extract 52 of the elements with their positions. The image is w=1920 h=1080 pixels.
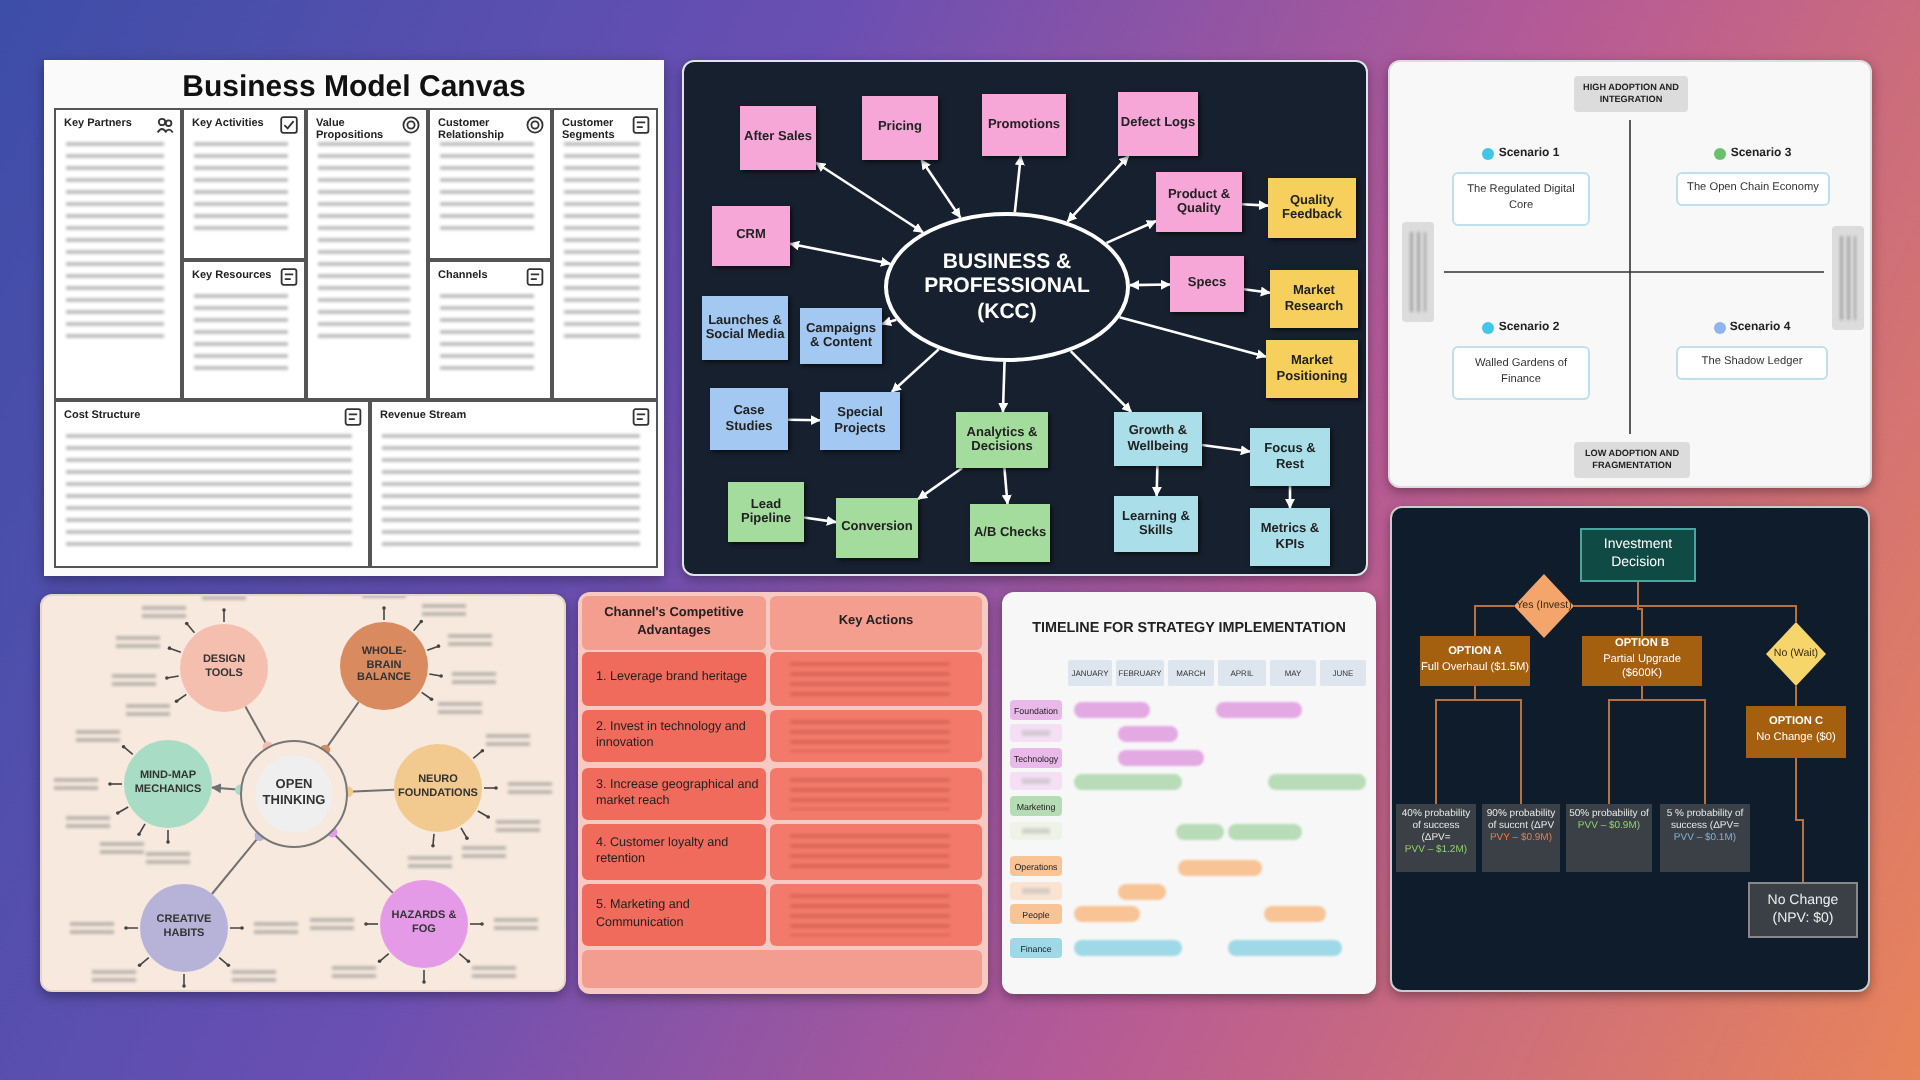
arrow bbox=[890, 348, 940, 393]
connector-line bbox=[1795, 757, 1804, 883]
central-ellipse: BUSINESS & PROFESSIONAL (KCC) bbox=[884, 212, 1130, 362]
option-box bbox=[1420, 636, 1530, 686]
arrow bbox=[1069, 350, 1133, 413]
option-box bbox=[1582, 636, 1702, 686]
arrow bbox=[1119, 316, 1267, 360]
arrow bbox=[1151, 465, 1162, 497]
canvas-cell bbox=[54, 108, 182, 400]
outcome-box bbox=[1660, 804, 1750, 872]
connector-line bbox=[1637, 581, 1797, 623]
connector-line bbox=[1795, 685, 1797, 707]
arrow bbox=[1001, 467, 1012, 505]
arrow bbox=[998, 361, 1009, 413]
arrow bbox=[803, 515, 837, 526]
arrow bbox=[881, 316, 897, 327]
canvas-cell bbox=[428, 108, 552, 260]
canvas-cell bbox=[306, 108, 428, 400]
arrow bbox=[1285, 486, 1295, 509]
arrow bbox=[1013, 155, 1025, 213]
canvas-cell bbox=[552, 108, 658, 400]
card-background bbox=[1388, 60, 1872, 488]
card-background bbox=[1390, 506, 1870, 992]
option-box bbox=[1746, 706, 1846, 758]
outcome-box bbox=[1566, 804, 1652, 872]
arrow bbox=[920, 159, 962, 219]
arrow bbox=[917, 466, 963, 501]
arrow bbox=[1241, 200, 1269, 211]
connector-line bbox=[210, 834, 261, 895]
arrow bbox=[789, 240, 891, 267]
connector-line bbox=[331, 831, 394, 894]
outcome-box bbox=[1482, 804, 1560, 872]
canvas-title: Business Model Canvas bbox=[180, 70, 528, 104]
canvas-cell bbox=[370, 400, 658, 568]
connector-line bbox=[1474, 605, 1515, 637]
arrow bbox=[815, 161, 924, 234]
canvas-cell bbox=[182, 260, 306, 400]
arrow bbox=[1129, 279, 1171, 290]
arrow bbox=[1201, 443, 1251, 456]
connector-line bbox=[244, 705, 269, 748]
card-background bbox=[44, 60, 664, 576]
canvas-cell bbox=[182, 108, 306, 260]
connector-line bbox=[324, 701, 360, 751]
arrow bbox=[1066, 155, 1130, 223]
card-background bbox=[682, 60, 1368, 576]
arrow bbox=[1106, 219, 1157, 245]
card-background bbox=[40, 594, 566, 992]
canvas-cell bbox=[428, 260, 552, 400]
arrow bbox=[1243, 286, 1271, 297]
outcome-box bbox=[1396, 804, 1476, 872]
arrow bbox=[787, 415, 821, 426]
canvas-cell bbox=[54, 400, 370, 568]
